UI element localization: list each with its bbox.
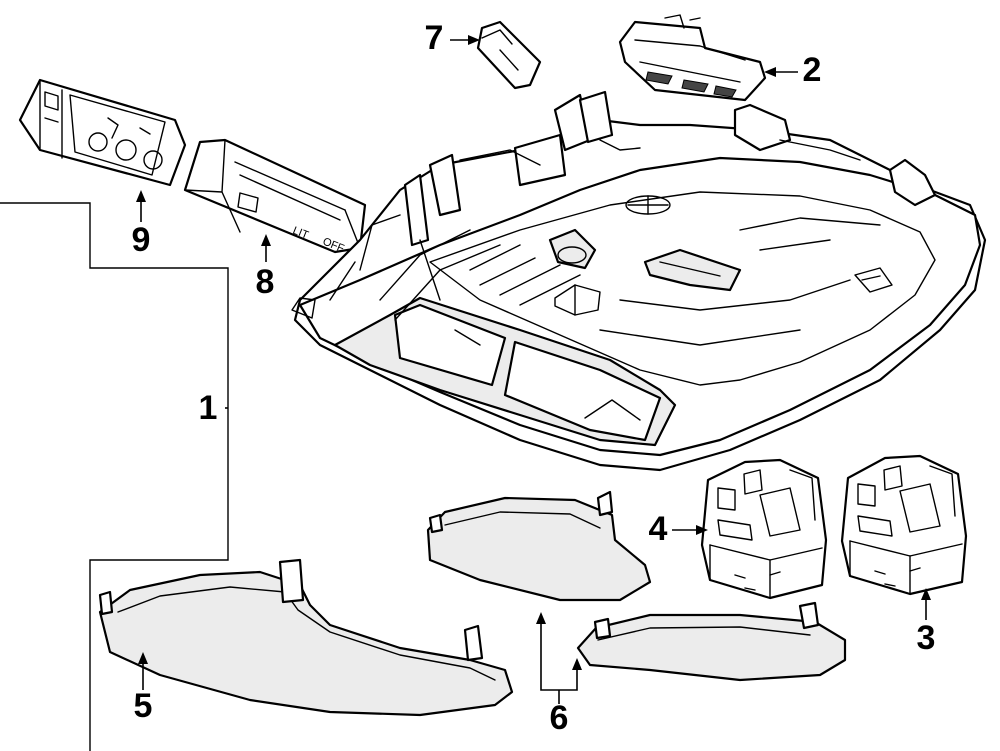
callout-9: 9 [132, 221, 151, 259]
assembly-boundary-line [0, 202, 229, 751]
arrow-6b [572, 658, 582, 670]
callout-5: 5 [134, 687, 153, 725]
part-6-lens-pair [426, 490, 847, 682]
part-8-lamp-switch: LIT OFF [183, 138, 367, 255]
callout-4: 4 [649, 510, 668, 548]
part-4-switch-module [700, 458, 828, 600]
part-7-bulb [476, 20, 542, 90]
part-9-switch-bank [18, 78, 187, 187]
callout-1: 1 [199, 389, 218, 427]
switch-8-lit-mark: LIT [291, 225, 310, 242]
arrow-4 [696, 525, 708, 535]
arrow-5 [138, 652, 148, 664]
part-5-lens [98, 558, 514, 717]
arrow-2 [764, 67, 776, 77]
callout-2: 2 [803, 51, 822, 89]
arrow-3 [921, 588, 931, 600]
part-1-console-housing [291, 90, 987, 472]
callout-7: 7 [425, 19, 444, 57]
callout-8: 8 [256, 263, 275, 301]
arrow-8 [261, 234, 271, 246]
part-3-switch-module [840, 454, 968, 596]
part-2-lamp-module [618, 14, 767, 102]
arrow-9 [136, 190, 146, 202]
callout-6: 6 [550, 699, 569, 737]
callout-3: 3 [917, 619, 936, 657]
arrow-6a [536, 612, 546, 624]
leader-6 [540, 620, 578, 691]
arrow-7 [468, 35, 480, 45]
